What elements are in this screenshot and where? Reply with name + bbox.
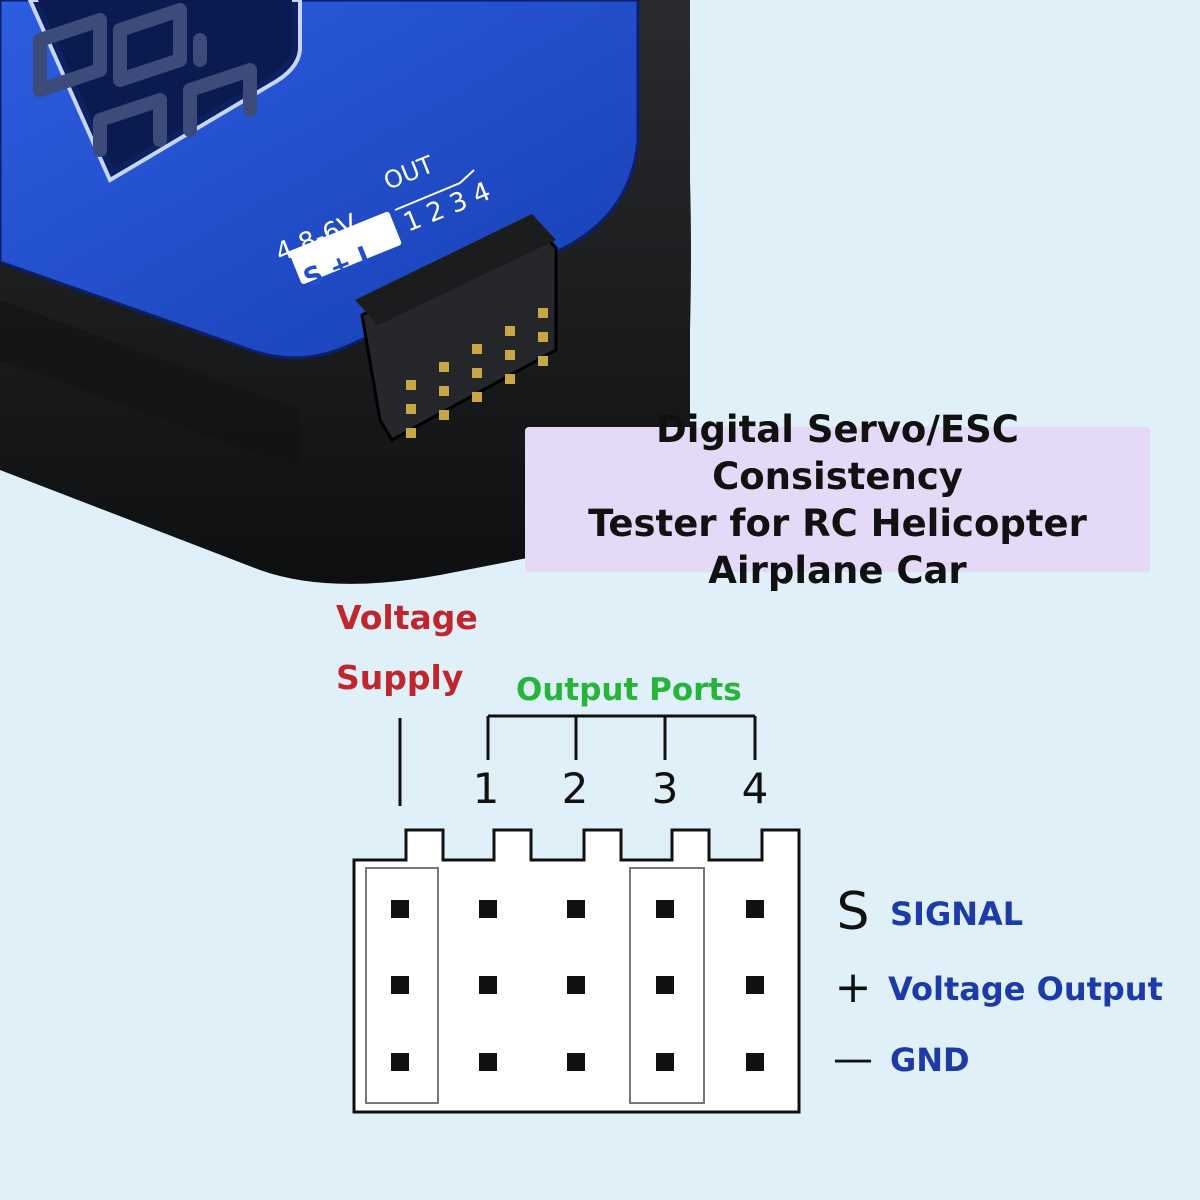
device-pin-c0-r0: [406, 380, 416, 390]
pin-c2-r1: [567, 976, 585, 994]
pin-c1-r1: [479, 976, 497, 994]
voltage-supply-label-line-2: Supply: [336, 658, 464, 697]
pin-c4-r0: [746, 900, 764, 918]
device-pin-c0-r1: [406, 404, 416, 414]
device-pin-c1-r0: [439, 362, 449, 372]
pin-c2-r2: [567, 1053, 585, 1071]
device-pin-c2-r2: [472, 392, 482, 402]
device-pins: [406, 308, 548, 438]
product-title-box: Digital Servo/ESC Consistency Tester for…: [525, 408, 1150, 592]
device-pin-c1-r2: [439, 410, 449, 420]
title-line-2: Tester for RC Helicopter: [588, 501, 1087, 545]
port-number-3: 3: [651, 764, 679, 813]
pin-c4-r2: [746, 1053, 764, 1071]
device-out-bracket: [394, 169, 475, 211]
pin-c0-r0: [391, 900, 409, 918]
port-number-2: 2: [561, 764, 589, 813]
device-side-band: [0, 300, 300, 470]
signal-symbol: S: [836, 882, 870, 942]
pin-c2-r0: [567, 900, 585, 918]
title-line-1: Digital Servo/ESC Consistency: [656, 407, 1019, 498]
pin-c1-r0: [479, 900, 497, 918]
port-3-column-highlight: [629, 867, 705, 1104]
voltage-output-label: Voltage Output: [888, 970, 1163, 1008]
device-pin-c2-r1: [472, 368, 482, 378]
device-pin-c3-r2: [505, 374, 515, 384]
pin-c1-r2: [479, 1053, 497, 1071]
diagram-pins: [391, 900, 764, 1071]
device-pin-c3-r0: [505, 326, 515, 336]
pin-header-top: [355, 214, 556, 325]
port-number-1: 1: [472, 764, 500, 813]
port-number-4: 4: [741, 764, 769, 813]
device-pin-c0-r2: [406, 428, 416, 438]
device-pin-c1-r1: [439, 386, 449, 396]
output-ports-label: Output Ports: [516, 672, 742, 708]
minus-symbol: —: [833, 1036, 873, 1082]
pin-c4-r1: [746, 976, 764, 994]
output-ports-bracket: [486, 714, 757, 760]
device-pin-c4-r2: [538, 356, 548, 366]
device-pin-c2-r0: [472, 344, 482, 354]
servo-tester-device: 4.8-6V S + I OUT 1 2 3 4: [0, 0, 691, 584]
pin-c0-r1: [391, 976, 409, 994]
plus-symbol: +: [834, 962, 872, 1013]
title-line-3: Airplane Car: [708, 548, 967, 592]
gnd-label: GND: [890, 1041, 970, 1079]
supply-pin-column-highlight: [365, 867, 439, 1104]
pin-c3-r2: [656, 1053, 674, 1071]
device-pin-c4-r1: [538, 332, 548, 342]
voltage-supply-label-line-1: Voltage: [336, 598, 478, 637]
pin-c0-r2: [391, 1053, 409, 1071]
polarity-badge: [289, 211, 402, 284]
pin-c3-r1: [656, 976, 674, 994]
device-pin-c4-r0: [538, 308, 548, 318]
connector-outline: [352, 828, 801, 1114]
pin-c3-r0: [656, 900, 674, 918]
device-pin-c3-r1: [505, 350, 515, 360]
seven-segment-digits: [33, 3, 257, 157]
signal-label: SIGNAL: [890, 895, 1024, 933]
